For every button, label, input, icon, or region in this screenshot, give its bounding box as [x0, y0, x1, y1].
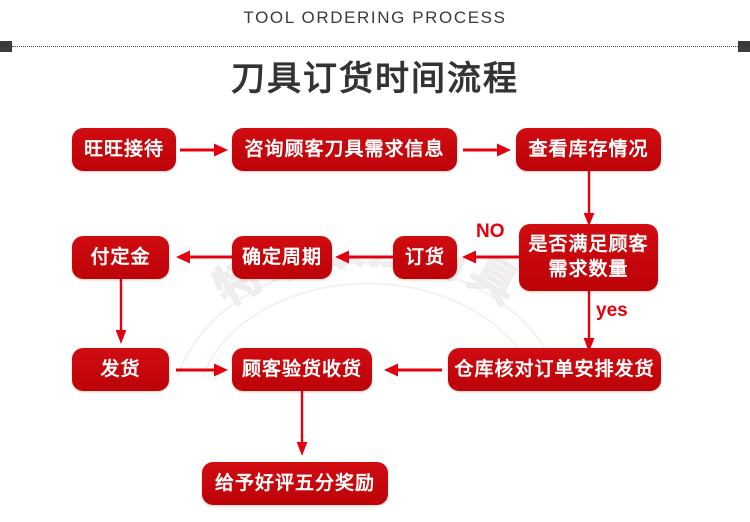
english-title: TOOL ORDERING PROCESS — [243, 8, 507, 27]
divider-cap-right — [738, 41, 750, 52]
edge-label-yes: yes — [596, 300, 628, 321]
divider-cap-left — [0, 41, 12, 52]
node-place-order[interactable]: 订货 — [393, 236, 457, 279]
arrow-n6-to-n7 — [172, 249, 232, 265]
arrow-n7-to-n8 — [114, 279, 128, 345]
arrow-n10-to-n9 — [380, 362, 442, 378]
node-ship-goods[interactable]: 发货 — [72, 348, 169, 391]
node-wangwang-reception[interactable]: 旺旺接待 — [72, 128, 176, 171]
arrow-n3-to-n4 — [582, 171, 596, 227]
arrow-n1-to-n2 — [180, 142, 228, 158]
decision-label-line1: 是否满足顾客 — [528, 233, 649, 255]
arrow-n9-to-n11 — [295, 391, 309, 457]
node-decision-stock-sufficient[interactable]: 是否满足顾客 需求数量 — [519, 224, 658, 291]
page-title: 刀具订货时间流程 — [231, 60, 519, 98]
arrow-n2-to-n3 — [463, 142, 511, 158]
decision-label-line2: 需求数量 — [548, 258, 629, 280]
arrow-n4-to-n5 — [458, 249, 520, 265]
node-inquire-customer-requirements[interactable]: 咨询顾客刀具需求信息 — [232, 128, 457, 171]
arrow-n5-to-n6 — [331, 249, 393, 265]
divider-dotted-line — [12, 46, 738, 47]
node-check-stock[interactable]: 查看库存情况 — [516, 128, 661, 171]
title-divider — [0, 41, 750, 53]
arrow-n8-to-n9 — [176, 362, 228, 378]
node-warehouse-verify-arrange-shipment[interactable]: 仓库核对订单安排发货 — [448, 348, 661, 391]
node-give-five-star-review[interactable]: 给予好评五分奖励 — [202, 462, 388, 505]
arrow-n4-to-n10 — [582, 291, 596, 353]
node-pay-deposit[interactable]: 付定金 — [72, 236, 169, 279]
node-customer-inspect-receive[interactable]: 顾客验货收货 — [232, 348, 372, 391]
node-confirm-cycle[interactable]: 确定周期 — [232, 236, 332, 279]
edge-label-no: NO — [476, 221, 505, 242]
